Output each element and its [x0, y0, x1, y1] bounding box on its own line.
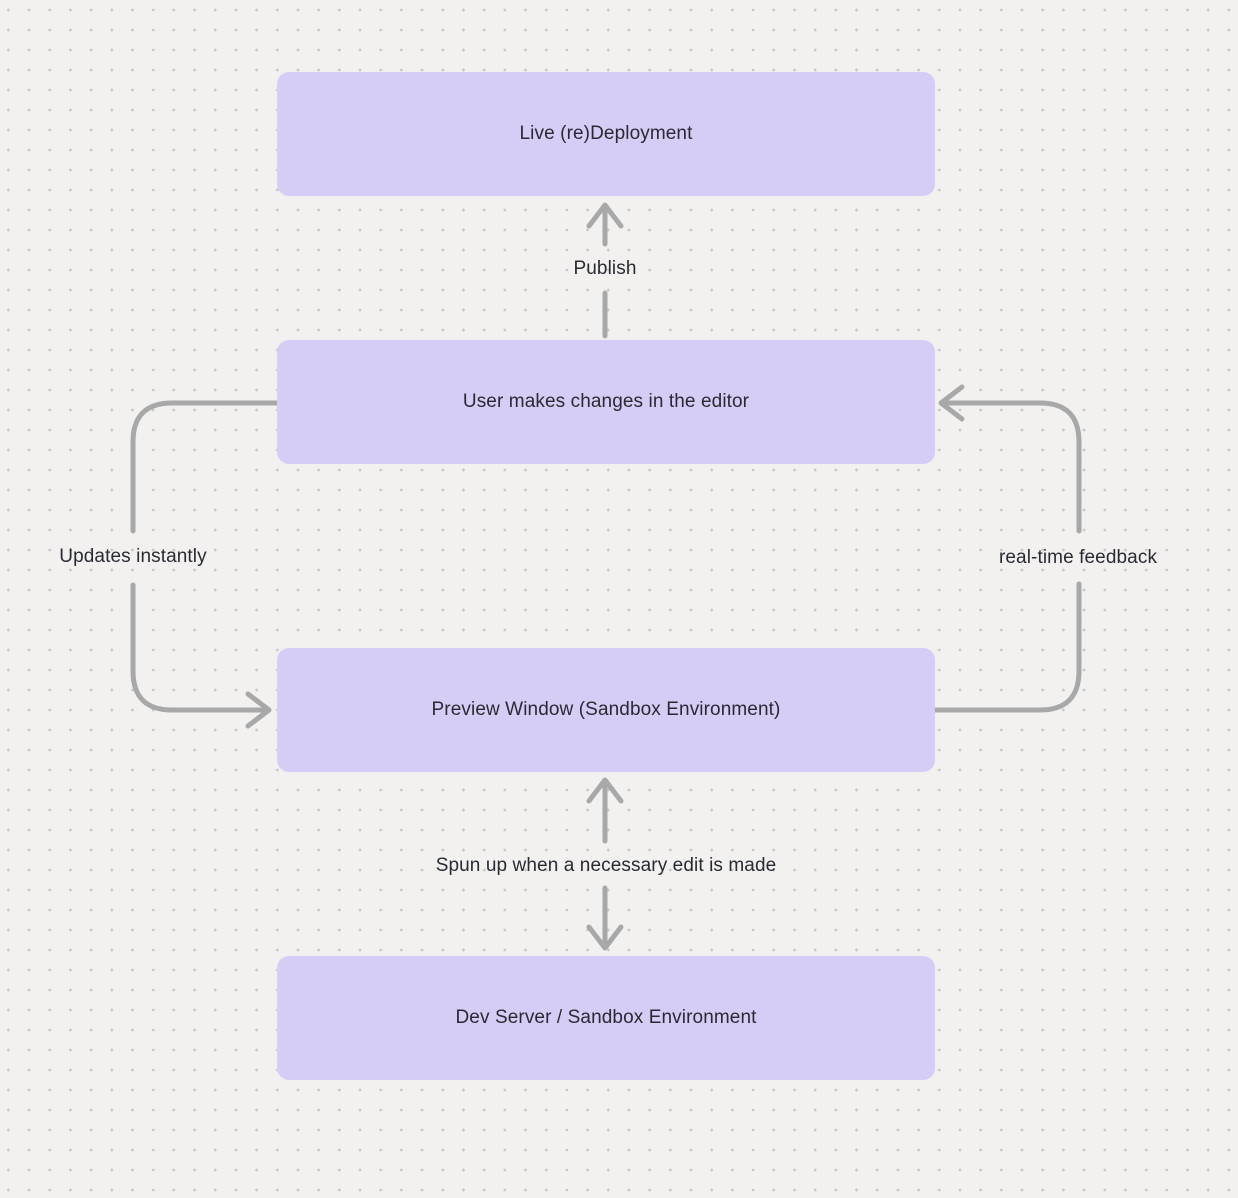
node-dev-server: Dev Server / Sandbox Environment	[277, 956, 935, 1080]
edge-line	[932, 581, 1082, 713]
edge-updates-instantly-arrow	[130, 400, 280, 729]
node-label: Preview Window (Sandbox Environment)	[431, 699, 781, 720]
edge-realtime-feedback-arrow	[932, 384, 1082, 713]
node-label: User makes changes in the editor	[462, 391, 750, 412]
arrowhead-up-icon	[586, 202, 624, 229]
node-label: Live (re)Deployment	[519, 123, 693, 144]
edge-label-realtime-feedback: real-time feedback	[998, 547, 1158, 568]
edge-label-spun-up: Spun up when a necessary edit is made	[435, 855, 777, 876]
edge-line	[130, 582, 266, 713]
node-user-changes: User makes changes in the editor	[277, 340, 935, 464]
node-preview-window: Preview Window (Sandbox Environment)	[277, 648, 935, 772]
edge-label-publish: Publish	[573, 258, 637, 279]
arrowhead-right-icon	[245, 691, 272, 729]
node-label: Dev Server / Sandbox Environment	[455, 1007, 757, 1028]
edge-line	[130, 400, 280, 534]
arrowhead-left-icon	[938, 384, 965, 422]
edge-spun-up-arrow	[586, 777, 624, 951]
edge-publish-arrow	[586, 202, 624, 339]
edge-label-updates-instantly: Updates instantly	[59, 546, 207, 567]
arrowhead-down-icon	[586, 924, 624, 951]
edge-line	[944, 400, 1082, 534]
node-live-deployment: Live (re)Deployment	[277, 72, 935, 196]
arrowhead-up-icon	[586, 777, 624, 804]
